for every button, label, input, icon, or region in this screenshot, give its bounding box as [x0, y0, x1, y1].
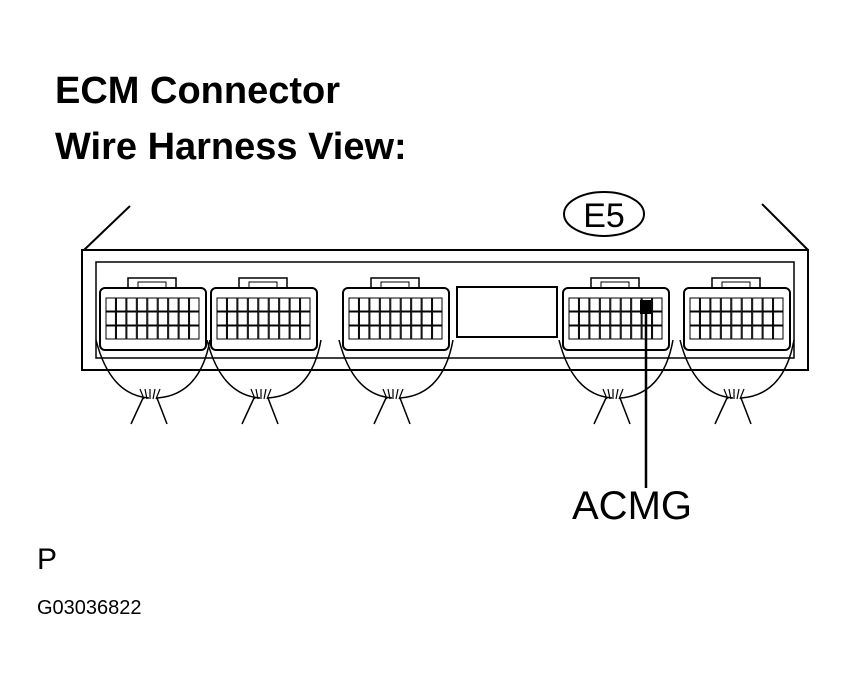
- pin-label: ACMG: [572, 484, 692, 528]
- diagram-title: ECM Connector: [55, 70, 340, 112]
- connector-id-badge: E5: [563, 191, 645, 237]
- connector-id-text: E5: [583, 197, 625, 235]
- connector-block: [679, 277, 795, 425]
- center-window: [456, 286, 558, 338]
- connector-block: [558, 277, 674, 425]
- acmg-terminal: [640, 300, 651, 314]
- page-letter: P: [37, 543, 58, 576]
- connector-block: [338, 277, 454, 425]
- connector-block: [95, 277, 211, 425]
- diagram-subtitle: Wire Harness View:: [55, 126, 407, 168]
- figure-code: G03036822: [37, 597, 142, 619]
- connector-block: [206, 277, 322, 425]
